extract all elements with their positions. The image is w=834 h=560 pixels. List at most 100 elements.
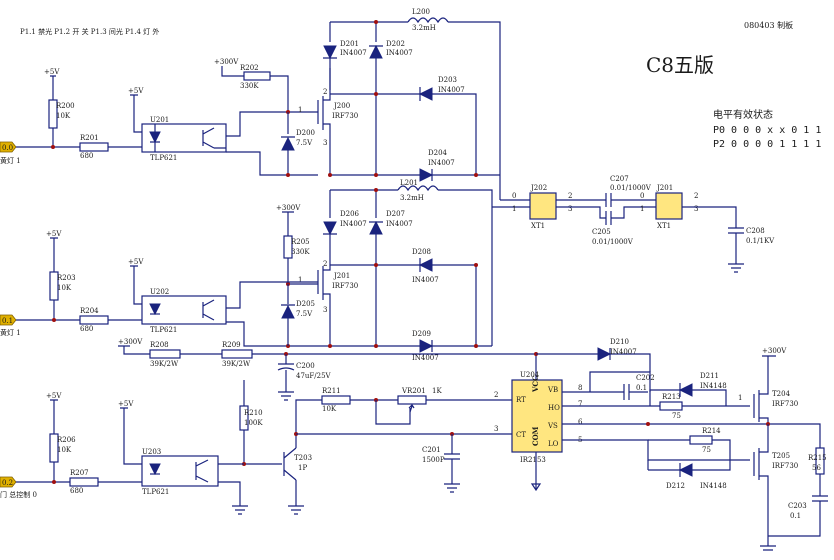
pin-number: 1	[298, 106, 302, 114]
ground-symbol	[728, 233, 744, 273]
r202-ref: R202	[240, 64, 259, 72]
d200-ref: D200	[296, 129, 315, 137]
d206-value: IN4007	[340, 220, 367, 228]
r207-value: 680	[70, 487, 83, 495]
r205-ref: R205	[291, 238, 310, 246]
ic-pin-vs: VS	[547, 422, 558, 430]
j200-value: IRF730	[332, 112, 358, 120]
ground-symbol	[278, 370, 294, 401]
t204-ref: T204	[772, 390, 791, 398]
pin-number: 6	[578, 418, 583, 426]
c201-ref: C201	[422, 446, 441, 454]
d209-ref: D209	[412, 330, 431, 338]
c207-ref: C207	[610, 175, 629, 183]
diode-d204	[419, 168, 434, 182]
r210-ref: R210	[244, 409, 263, 417]
resistor-r201	[79, 142, 109, 152]
r201-value: 680	[80, 152, 93, 160]
u202-value: TLP621	[150, 326, 177, 334]
diode-d210	[597, 347, 612, 361]
t203-ref: T203	[294, 454, 312, 462]
d205-ref: D205	[296, 300, 315, 308]
power-300v-label: +300V	[762, 347, 787, 355]
power-300v-label: +300V	[276, 204, 301, 212]
c203-ref: C203	[788, 502, 807, 510]
t203-value: 1P	[298, 464, 307, 472]
input-port-2: 0.1 黄灯 1	[0, 314, 21, 337]
u202-ref: U202	[150, 288, 169, 296]
l200-value: 3.2mH	[412, 24, 436, 32]
c208-ref: C208	[746, 227, 765, 235]
d202-value: IN4007	[386, 49, 413, 57]
d212-value: IN4148	[700, 482, 727, 490]
r208-value: 39K/2W	[150, 360, 179, 368]
t204-value: IRF730	[772, 400, 798, 408]
r204-value: 680	[80, 325, 93, 333]
c208-value: 0.1/1KV	[746, 237, 775, 245]
ground-symbol	[444, 459, 460, 493]
r204-ref: R204	[80, 307, 99, 315]
d206-ref: D206	[340, 210, 360, 218]
r209-value: 39K/2W	[222, 360, 251, 368]
d203-ref: D203	[438, 76, 457, 84]
d202-ref: D202	[386, 40, 405, 48]
d211-value: IN4148	[700, 382, 727, 390]
c207-value: 0.01/1000V	[610, 184, 652, 192]
power-5v-label: +5V	[46, 230, 62, 238]
vr201-ref: VR201	[401, 387, 426, 395]
d212-ref: D212	[666, 482, 685, 490]
pin-number: 3	[694, 205, 698, 213]
u201-ref: U201	[150, 116, 169, 124]
pin-number: 0	[512, 192, 516, 200]
ic-pin-vb: VB	[547, 386, 558, 394]
diode-d203	[418, 87, 433, 101]
diode-d202	[369, 44, 383, 59]
resistor-r211	[321, 395, 351, 405]
l200-ref: L200	[412, 8, 430, 16]
state-row-p0: P0 0 0 0 x x 0 1 1	[713, 125, 821, 136]
connector-j201	[655, 192, 683, 220]
d205-value: 7.5V	[296, 310, 313, 318]
l201-ref: L201	[400, 179, 418, 187]
resistor-r202	[243, 71, 271, 81]
l201-value: 3.2mH	[400, 194, 424, 202]
power-300v-label: +300V	[118, 338, 143, 346]
r213-ref: R213	[662, 393, 681, 401]
optocoupler-u201	[141, 123, 227, 153]
potentiometer-vr201	[397, 395, 427, 405]
d211-ref: D211	[700, 372, 719, 380]
j201-connector-value: XT1	[657, 222, 671, 230]
r215-value: 56	[812, 464, 821, 472]
state-table-title: 电平有效状态	[713, 108, 773, 121]
pin-number: 3	[323, 306, 327, 314]
u203-ref: U203	[142, 448, 161, 456]
input-port-3: 0.2 门 总控制 0	[0, 476, 37, 499]
d208-value: IN4007	[412, 276, 439, 284]
d209-value: IN4007	[412, 354, 439, 362]
pin-number: 2	[323, 260, 327, 268]
t205-value: IRF730	[772, 462, 798, 470]
j200-ref: J200	[333, 102, 350, 110]
ic-pin-rt: RT	[516, 396, 526, 404]
doc-code: 080403 制板	[744, 20, 793, 30]
pin-number: 2	[323, 88, 327, 96]
ground-symbol	[530, 452, 542, 492]
r211-ref: R211	[322, 387, 341, 395]
c201-value: 1500P	[422, 456, 445, 464]
d200-value: 7.5V	[296, 139, 313, 147]
state-row-p2: P2 0 0 0 0 1 1 1 1	[713, 139, 821, 150]
pin-number: 3	[323, 139, 327, 147]
r206-value: 10K	[57, 446, 72, 454]
power-5v-label: +5V	[44, 68, 60, 76]
diode-d208	[418, 258, 433, 272]
d210-ref: D210	[610, 338, 629, 346]
j201-value: IRF730	[332, 282, 358, 290]
diode-d209	[419, 339, 434, 353]
vr201-value: 1K	[432, 387, 442, 395]
r208-ref: R208	[150, 341, 169, 349]
pin-number: 0	[640, 192, 644, 200]
d207-ref: D207	[386, 210, 405, 218]
resistor-r213	[659, 401, 683, 411]
